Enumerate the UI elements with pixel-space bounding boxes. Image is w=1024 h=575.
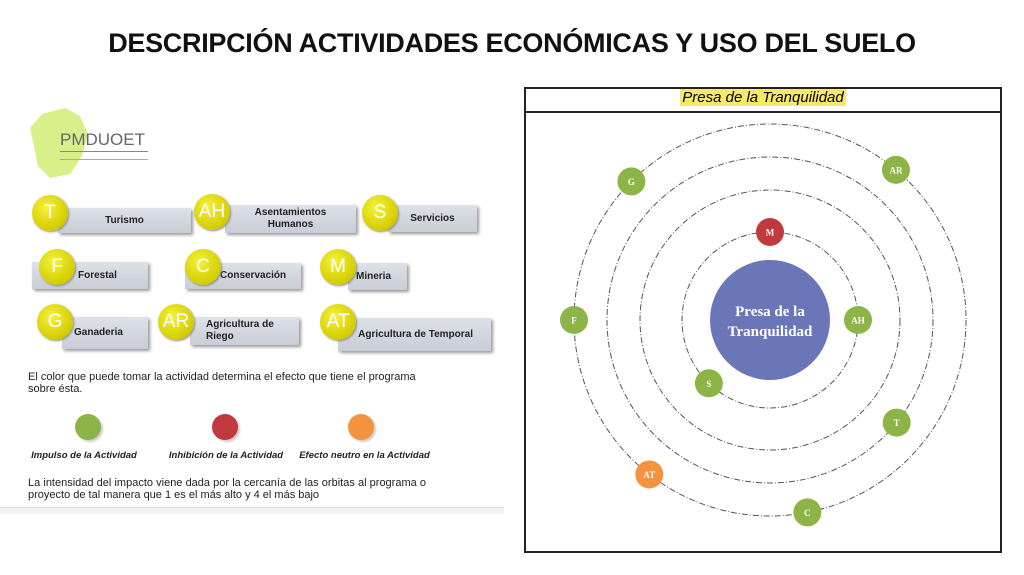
center-label-line2: Tranquilidad <box>728 324 813 340</box>
activity-badge-c: C <box>185 249 221 285</box>
activity-box-agricultura-riego: Agricultura de Riego <box>190 317 299 345</box>
orbit-node-m <box>756 218 784 246</box>
orbit-node-ar <box>881 155 910 184</box>
diagram-header-row: Presa de la Tranquilidad <box>526 89 1000 113</box>
legend-label-impulso: Impulso de la Actividad <box>31 450 137 461</box>
logo-rule <box>60 159 148 160</box>
logo-map-icon <box>30 108 88 178</box>
center-circle <box>710 260 830 380</box>
orbit-node-label: AR <box>889 165 902 175</box>
orbit-node-t <box>882 408 911 437</box>
orbit-node-label: G <box>628 177 635 187</box>
orbit-2 <box>639 189 901 451</box>
orbit-node-s <box>694 369 723 398</box>
activity-label: Agricultura de Temporal <box>358 328 473 340</box>
activity-box-turismo: Turismo <box>58 208 191 233</box>
divider <box>0 507 504 514</box>
activity-label: Turismo <box>105 214 144 226</box>
activity-badge-s: S <box>362 195 398 231</box>
diagram-header: Presa de la Tranquilidad <box>680 89 846 106</box>
activity-badge-ar: AR <box>158 304 194 340</box>
activity-badge-t: T <box>32 195 68 231</box>
activity-badge-ah: AH <box>194 194 230 230</box>
activity-box-agricultura-temporal: Agricultura de Temporal <box>338 318 491 351</box>
activity-box-servicios: Servicios <box>388 205 477 232</box>
center-label-line1: Presa de la <box>735 304 805 320</box>
orbit-node-label: M <box>766 228 775 238</box>
color-note: El color que puede tomar la actividad de… <box>28 371 416 395</box>
activity-label: Mineria <box>356 270 392 282</box>
pmduoet-logo: PMDUOET <box>30 106 160 181</box>
orbit-node-at <box>635 460 664 489</box>
orbit-node-label: S <box>706 379 711 389</box>
orbit-node-label: AH <box>851 316 865 326</box>
activity-box-ganaderia: Ganaderia <box>62 317 148 349</box>
activity-badge-g: G <box>37 304 73 340</box>
orbit-3 <box>606 156 934 484</box>
activity-badge-f: F <box>39 249 75 285</box>
orbit-node-c <box>793 498 822 527</box>
legend-label-neutro: Efecto neutro en la Actividad <box>299 450 430 461</box>
activity-label: Asentamientos Humanos <box>254 207 327 230</box>
activity-label: Servicios <box>410 212 455 224</box>
activity-box-mineria: Mineria <box>348 263 407 290</box>
activity-label: Ganaderia <box>74 327 123 338</box>
orbit-node-label: T <box>894 418 900 428</box>
orbit-4 <box>573 123 967 517</box>
orbit-node-ah <box>844 306 872 334</box>
diagram-frame: Presa de la Tranquilidad <box>524 87 1002 553</box>
orbit-node-label: AT <box>643 470 655 480</box>
activity-label: Forestal <box>78 269 117 281</box>
logo-rule <box>60 151 148 152</box>
activity-box-asentamientos: Asentamientos Humanos <box>225 205 356 233</box>
slide-title: DESCRIPCIÓN ACTIVIDADES ECONÓMICAS Y USO… <box>108 28 916 58</box>
activity-badge-at: AT <box>320 304 356 340</box>
orbit-node-label: C <box>804 508 811 518</box>
activity-label: Conservación <box>220 270 287 281</box>
activity-label: Agricultura de Riego <box>206 319 274 342</box>
logo-text: PMDUOET <box>60 130 145 149</box>
legend-swatch-impulso <box>75 414 101 440</box>
activity-badge-m: M <box>320 249 356 285</box>
orbit-diagram: Presa de la Tranquilidad M AH S T G AR F AT C <box>560 123 967 527</box>
orbit-node-f <box>560 306 588 334</box>
orbit-node-label: F <box>571 316 577 326</box>
orbit-node-g <box>617 167 646 196</box>
legend-label-inhibicion: Inhibición de la Actividad <box>168 450 284 461</box>
legend-swatch-neutro <box>348 414 374 440</box>
intensity-note: La intensidad del impacto viene dada por… <box>28 477 426 501</box>
legend-swatch-inhibicion <box>212 414 238 440</box>
